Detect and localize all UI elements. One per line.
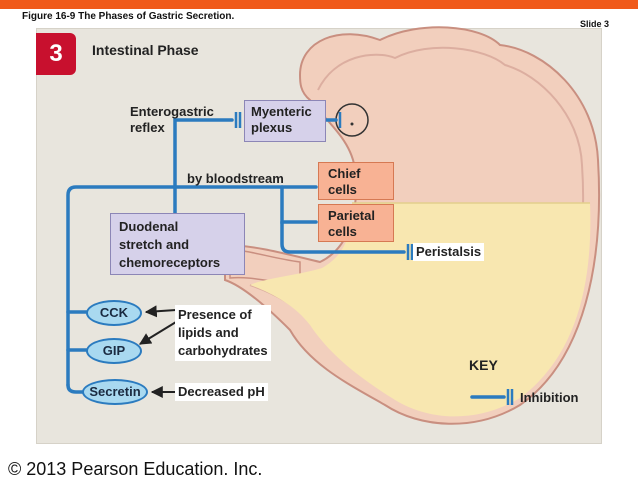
lipids-to-gip-arrow <box>140 322 176 344</box>
secretin-oval: Secretin <box>82 379 148 405</box>
phase-title: Intestinal Phase <box>92 42 199 58</box>
gip-oval: GIP <box>86 338 142 364</box>
cck-oval: CCK <box>86 300 142 326</box>
bloodstream-label: by bloodstream <box>187 171 284 187</box>
phase-number-badge: 3 <box>36 33 76 75</box>
myenteric-plexus-box: Myenteric plexus <box>244 100 326 142</box>
lipids-carbohydrates-label: Presence of lipids and carbohydrates <box>175 305 271 361</box>
lipids-to-cck-arrow <box>146 310 176 312</box>
key-inhibition-label: Inhibition <box>520 390 578 406</box>
bloodstream-branch-line <box>282 187 316 222</box>
decreased-ph-label: Decreased pH <box>175 383 268 401</box>
key-title: KEY <box>469 357 498 373</box>
enterogastric-reflex-label: Enterogastric reflex <box>130 104 214 136</box>
parietal-cells-box: Parietal cells <box>318 204 394 242</box>
chief-cells-box: Chief cells <box>318 162 394 200</box>
stimulus-arrows <box>140 310 176 392</box>
plexus-dot <box>351 123 354 126</box>
copyright-notice: © 2013 Pearson Education. Inc. <box>8 459 262 480</box>
duodenal-receptors-box: Duodenal stretch and chemoreceptors <box>110 213 245 275</box>
peristalsis-label: Peristalsis <box>413 243 484 261</box>
